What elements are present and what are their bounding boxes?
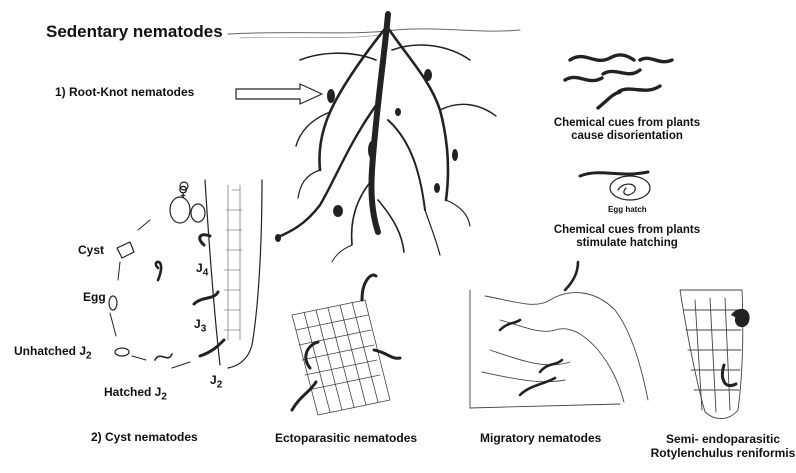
semi-endo-root xyxy=(680,290,743,419)
hatched-j2-label: Hatched J2 xyxy=(104,386,167,403)
egg-hatch-label: Egg hatch xyxy=(608,205,647,214)
root-knot-arrow xyxy=(236,84,322,104)
chemical-cues-hatching: Chemical cues from plants stimulate hatc… xyxy=(538,224,716,250)
egg-stage-label: Egg xyxy=(83,291,106,305)
unhatched-j2-text: Unhatched J xyxy=(14,344,86,358)
j3-sub: 3 xyxy=(201,323,207,334)
semi-endoparasitic-caption: Semi- endoparasitic Rotylenchulus renifo… xyxy=(650,433,796,461)
root-system xyxy=(276,14,496,262)
hatched-j2-text: Hatched J xyxy=(104,385,161,399)
j2-sub: 2 xyxy=(217,379,223,390)
j3-text: J xyxy=(194,317,201,331)
semi-caption-line1: Semi- endoparasitic xyxy=(650,433,796,447)
egg-hatch-icon xyxy=(580,172,650,200)
hatched-j2-sub: 2 xyxy=(161,391,167,402)
ectoparasitic-caption: Ectoparasitic nematodes xyxy=(275,432,417,446)
soil-line xyxy=(228,29,520,34)
soil-line xyxy=(240,35,380,38)
page-title: Sedentary nematodes xyxy=(46,22,223,42)
root-knot-label: 1) Root-Knot nematodes xyxy=(55,86,194,100)
cyst-nematodes-caption: 2) Cyst nematodes xyxy=(91,431,198,445)
chemical-cues-disorientation-line2: cause disorientation xyxy=(538,130,716,143)
j3-label: J3 xyxy=(194,318,206,335)
female-symbol: ♀ xyxy=(178,184,188,200)
ectoparasitic-nematodes-icon xyxy=(292,275,400,410)
chemical-cues-hatching-line1: Chemical cues from plants xyxy=(538,224,716,237)
unhatched-j2-label: Unhatched J2 xyxy=(14,345,92,362)
chemical-cues-disorientation: Chemical cues from plants cause disorien… xyxy=(538,117,716,143)
semi-caption-line2: Rotylenchulus reniformis xyxy=(650,447,796,461)
j2-text: J xyxy=(210,373,217,387)
j4-label: J4 xyxy=(196,262,208,279)
j4-text: J xyxy=(196,261,203,275)
chemical-cues-hatching-line2: stimulate hatching xyxy=(538,237,716,250)
j2-label: J2 xyxy=(210,374,222,391)
disoriented-nematodes-icon xyxy=(565,55,672,108)
cyst-stage-label: Cyst xyxy=(78,244,104,258)
migratory-root xyxy=(470,290,648,408)
unhatched-j2-sub: 2 xyxy=(86,350,92,361)
chemical-cues-disorientation-line1: Chemical cues from plants xyxy=(538,117,716,130)
cyst-life-cycle xyxy=(109,180,262,368)
migratory-caption: Migratory nematodes xyxy=(480,432,601,446)
j4-sub: 4 xyxy=(203,267,209,278)
